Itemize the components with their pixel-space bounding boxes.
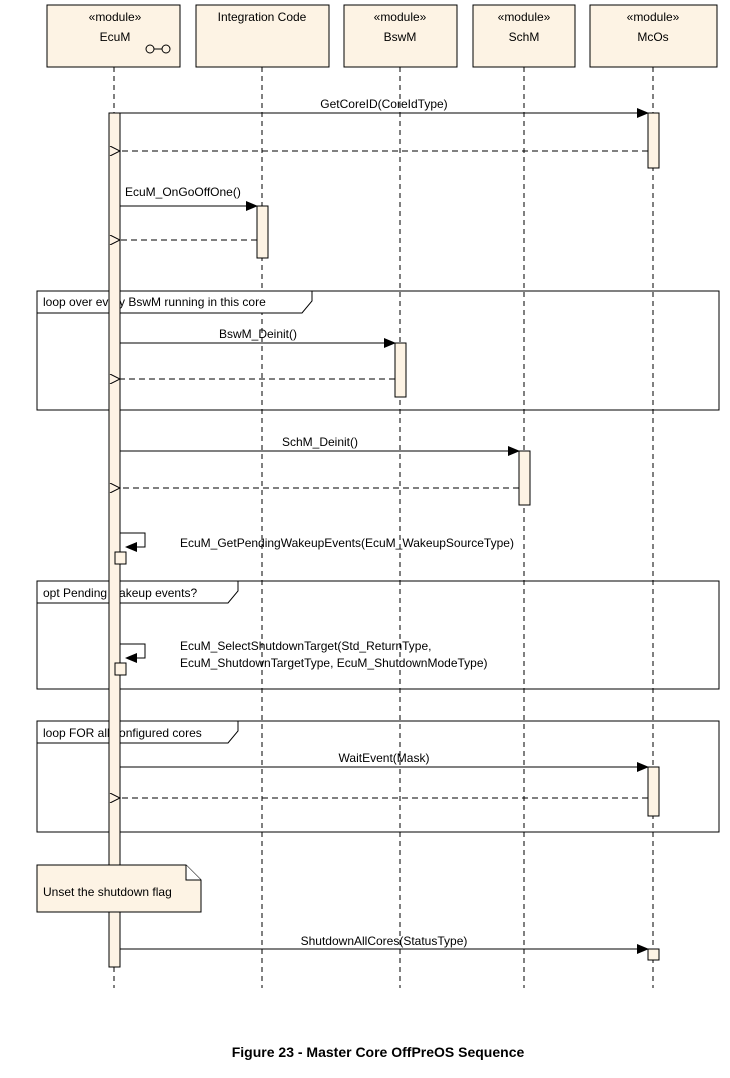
activations xyxy=(108,112,660,968)
participant-integration: Integration Code xyxy=(195,4,330,68)
message-label: BswM_Deinit() xyxy=(219,327,297,341)
self-message-arrow xyxy=(120,643,146,663)
participant-mcos: «module» McOs xyxy=(589,4,718,68)
participant-stereotype: «module» xyxy=(374,10,427,24)
fragment-loop-cores: loop FOR all configured cores xyxy=(36,720,720,833)
participant-schm: «module» SchM xyxy=(472,4,576,68)
activation-ecum-self xyxy=(114,662,127,676)
message-label: EcuM_ShutdownTargetType, EcuM_ShutdownMo… xyxy=(180,656,488,670)
self-message-arrow xyxy=(120,532,146,552)
subsystem-icon xyxy=(145,44,171,54)
participant-name: McOs xyxy=(637,30,668,44)
message-label: SchM_Deinit() xyxy=(282,435,358,449)
activation-mcos xyxy=(647,948,660,961)
message-label: EcuM_GetPendingWakeupEvents(EcuM_WakeupS… xyxy=(180,536,514,550)
participant-name: Integration Code xyxy=(218,10,307,24)
participant-name: EcuM xyxy=(100,30,131,44)
lifelines xyxy=(113,67,654,988)
activation-mcos xyxy=(647,112,660,169)
participant-stereotype: «module» xyxy=(498,10,551,24)
participant-name: SchM xyxy=(509,30,540,44)
participant-name: BswM xyxy=(384,30,417,44)
message-label: WaitEvent(Mask) xyxy=(339,751,430,765)
messages xyxy=(120,108,649,954)
participant-stereotype: «module» xyxy=(627,10,680,24)
fragment-label: loop FOR all configured cores xyxy=(43,726,202,740)
message-label: GetCoreID(CoreIdType) xyxy=(320,97,447,111)
participant-ecum: «module» EcuM xyxy=(46,4,181,68)
activation-integration xyxy=(256,205,269,259)
message-label: EcuM_SelectShutdownTarget(Std_ReturnType… xyxy=(180,639,431,653)
message-label: ShutdownAllCores(StatusType) xyxy=(301,934,468,948)
activation-mcos xyxy=(647,766,660,817)
fragment-label: loop over every BswM running in this cor… xyxy=(43,295,266,309)
fragment-loop-bswm: loop over every BswM running in this cor… xyxy=(36,290,720,411)
activation-ecum xyxy=(108,112,121,968)
activation-ecum-self xyxy=(114,551,127,565)
activation-bswm xyxy=(394,342,407,398)
participant-bswm: «module» BswM xyxy=(343,4,458,68)
participant-stereotype: «module» xyxy=(89,10,142,24)
fragment-opt-wakeup: opt Pending wakeup events? xyxy=(36,580,720,690)
note: Unset the shutdown flag xyxy=(36,864,202,913)
note-text: Unset the shutdown flag xyxy=(43,885,172,899)
figure-caption: Figure 23 - Master Core OffPreOS Sequenc… xyxy=(232,1044,525,1060)
activation-schm xyxy=(518,450,531,506)
message-label: EcuM_OnGoOffOne() xyxy=(125,185,241,199)
